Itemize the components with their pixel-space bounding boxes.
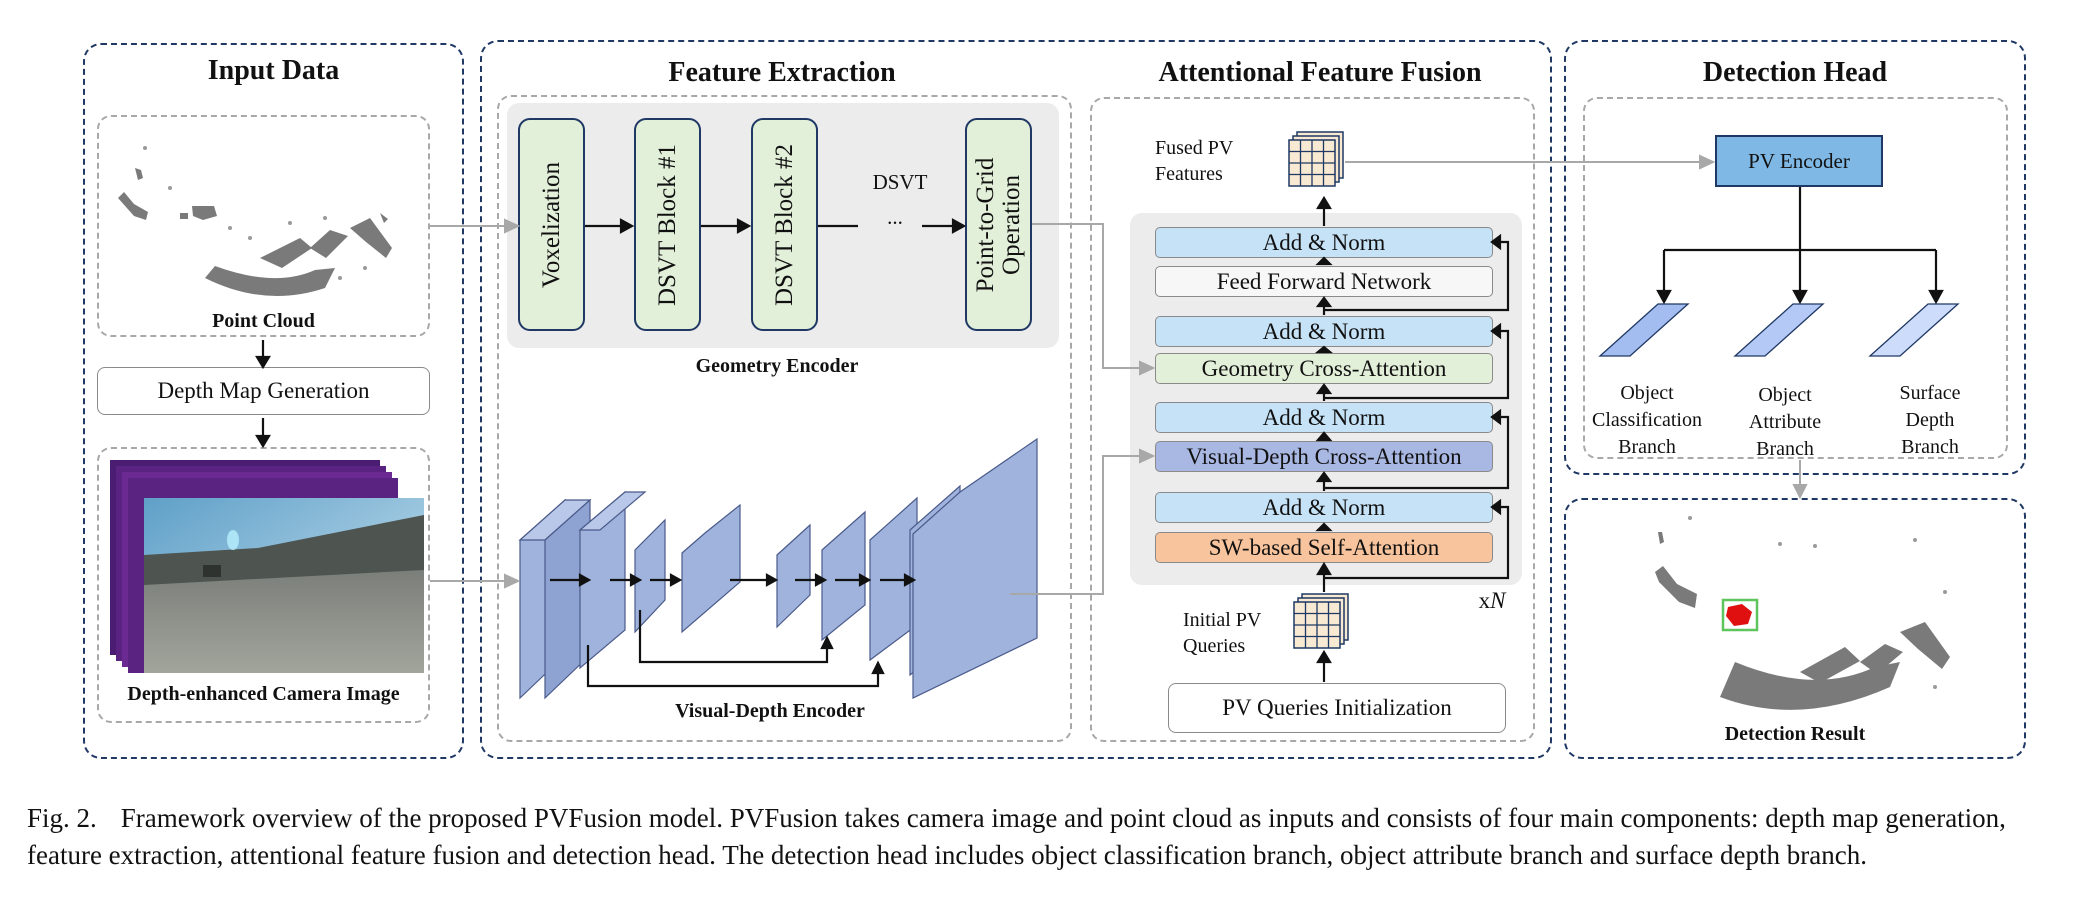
sw-self-attention-layer: SW-based Self-Attention xyxy=(1155,532,1493,563)
pv-encoder-box: PV Encoder xyxy=(1715,135,1883,187)
depth-map-generation-box: Depth Map Generation xyxy=(97,367,430,415)
initial-pv-queries-label: Initial PV Queries xyxy=(1183,609,1262,657)
point-cloud-box xyxy=(97,115,430,337)
geometry-cross-attention-layer: Geometry Cross-Attention xyxy=(1155,353,1493,384)
dsvt-block-1: DSVT Block #1 xyxy=(634,118,701,331)
detection-head-panel xyxy=(1564,40,2026,475)
fused-pv-features-grid xyxy=(1288,131,1344,187)
dsvt-ellipsis: ... xyxy=(887,205,903,229)
visual-depth-encoder-graphic xyxy=(518,437,1038,700)
add-norm-layer-1: Add & Norm xyxy=(1155,492,1493,523)
detection-result-label: Detection Result xyxy=(1724,723,1866,745)
geometry-encoder-label: Geometry Encoder xyxy=(695,355,859,377)
point-to-grid-block: Point-to-Grid Operation xyxy=(965,118,1032,331)
feature-fusion-panel xyxy=(480,40,1552,759)
input-data-panel xyxy=(83,43,464,759)
voxelization-block: Voxelization xyxy=(518,118,585,331)
detection-result-panel xyxy=(1564,498,2026,759)
feature-extraction-title: Feature Extraction xyxy=(668,57,896,88)
dsvt-block-2: DSVT Block #2 xyxy=(751,118,818,331)
input-data-title: Input Data xyxy=(207,55,340,86)
fusion-box xyxy=(1090,97,1535,742)
camera-image-box xyxy=(97,447,430,723)
detection-head-box xyxy=(1583,97,2008,459)
attentional-fusion-title: Attentional Feature Fusion xyxy=(1158,57,1482,88)
object-classification-branch-label: Object Classification Branch xyxy=(1592,382,1702,458)
caption-text: Framework overview of the proposed PVFus… xyxy=(27,803,2006,870)
detection-head-title: Detection Head xyxy=(1702,57,1888,88)
surface-depth-branch-label: Surface Depth Branch xyxy=(1899,382,1961,458)
add-norm-layer-3: Add & Norm xyxy=(1155,316,1493,347)
camera-image-label: Depth-enhanced Camera Image xyxy=(127,683,400,705)
detection-result-image xyxy=(1655,516,1950,710)
initial-pv-queries-grid xyxy=(1293,593,1349,649)
connector-arrows xyxy=(255,154,1808,682)
pv-queries-initialization-box: PV Queries Initialization xyxy=(1168,683,1506,733)
figure-caption: Fig. 2.Framework overview of the propose… xyxy=(27,800,2077,874)
repeat-x: x xyxy=(1478,588,1491,613)
figure-number: Fig. 2. xyxy=(27,803,97,833)
point-cloud-image xyxy=(118,146,392,296)
repeat-var: N xyxy=(1490,588,1506,613)
framework-diagram: Input Data Feature Extraction Attentiona… xyxy=(83,40,2026,759)
visual-depth-encoder-label: Visual-Depth Encoder xyxy=(675,700,865,722)
feature-extraction-box xyxy=(497,95,1072,742)
repeat-n-label: xN xyxy=(1472,588,1512,614)
object-attribute-branch-label: Object Attribute Branch xyxy=(1748,384,1822,460)
detection-branches-graphic xyxy=(1598,187,1960,357)
point-cloud-label: Point Cloud xyxy=(212,310,315,332)
fused-pv-features-label: Fused PV Features xyxy=(1155,137,1234,185)
dsvt-label: DSVT xyxy=(872,170,928,194)
visual-depth-cross-attention-layer: Visual-Depth Cross-Attention xyxy=(1155,441,1493,472)
depth-enhanced-camera-image xyxy=(110,460,424,673)
